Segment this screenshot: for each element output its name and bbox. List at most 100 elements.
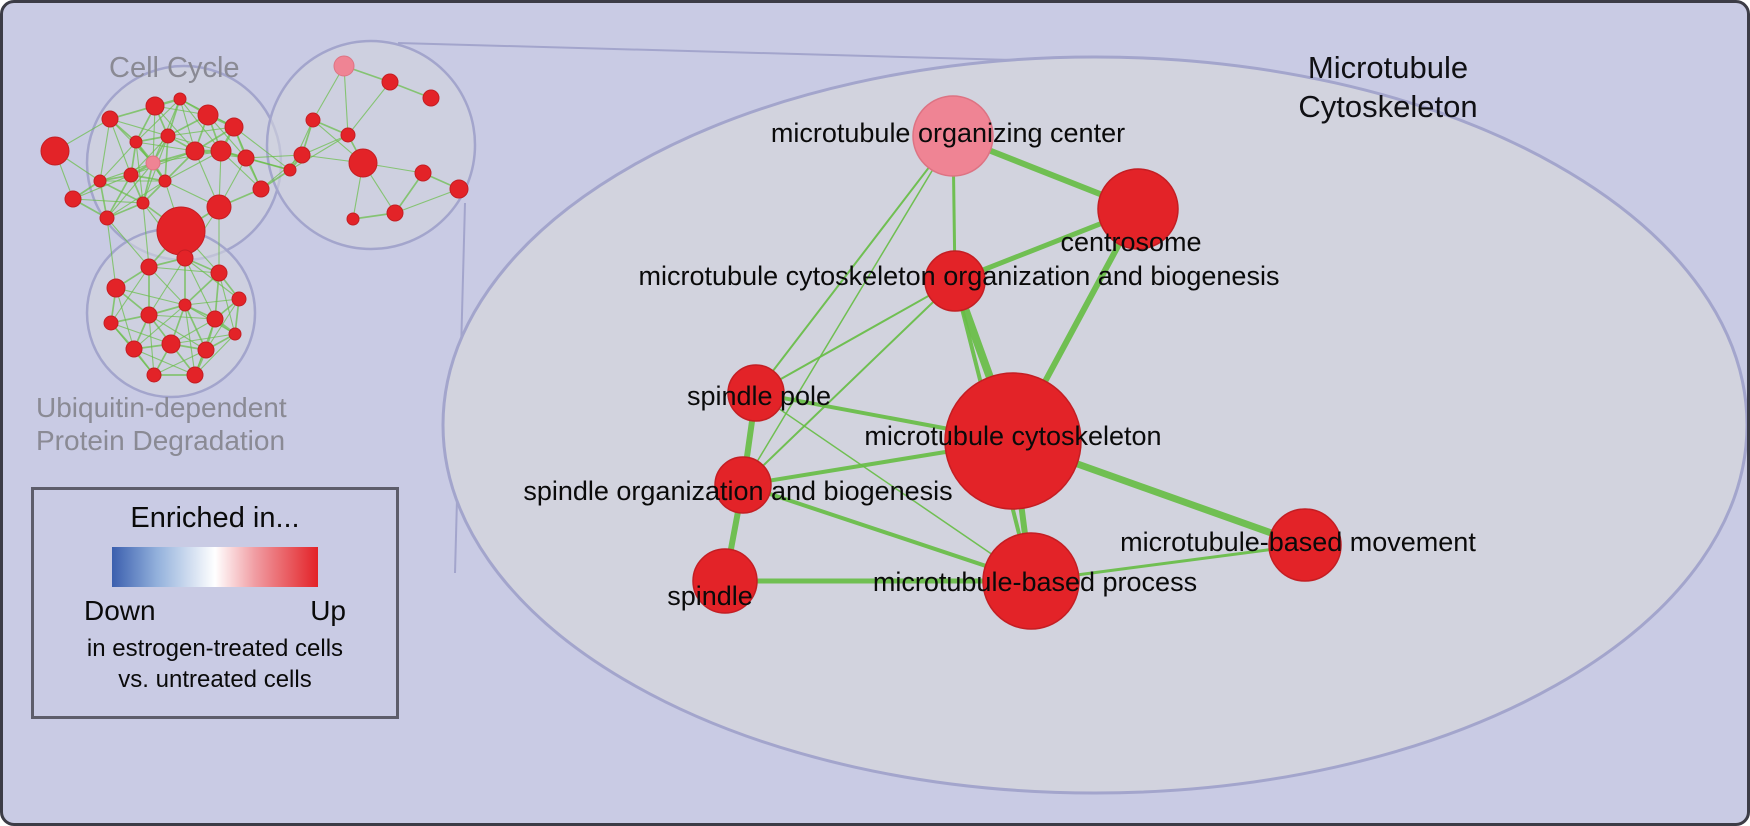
overview-node: [414, 164, 432, 182]
overview-node: [422, 89, 440, 107]
node-label-moc: microtubule organizing center: [771, 118, 1125, 148]
overview-edge: [109, 118, 132, 176]
node-moc: [912, 95, 994, 177]
overview-node: [237, 149, 255, 167]
overview-node: [293, 146, 311, 164]
overview-node: [178, 298, 192, 312]
legend-updown-row: Down Up: [84, 595, 346, 627]
legend-gradient-bar: [112, 547, 318, 587]
overview-edge: [106, 180, 166, 219]
edge-mco-sob: [742, 280, 956, 486]
node-label-spindle_pole: spindle pole: [687, 381, 831, 411]
overview-node: [156, 206, 206, 256]
overview-node: [99, 210, 115, 226]
overview-node: [123, 167, 139, 183]
node-label-mco: microtubule cytoskeleton organization an…: [639, 261, 1280, 291]
overview-node: [140, 306, 158, 324]
overview-node: [252, 180, 270, 198]
node-sob: [714, 456, 772, 514]
overview-node: [101, 110, 119, 128]
overview-edge: [115, 287, 186, 306]
overview-node: [283, 163, 297, 177]
edge-spindle_pole-mbp: [755, 392, 1032, 582]
overview-edge: [135, 141, 196, 152]
node-label-mbp: microtubule-based process: [873, 567, 1197, 597]
overview-cluster-circle: [265, 39, 477, 251]
overview-edge: [347, 81, 391, 136]
cluster-label-microtubule-cytoskeleton: Microtubule Cytoskeleton: [1298, 50, 1478, 124]
overview-edge: [179, 98, 222, 152]
overview-node: [160, 128, 176, 144]
overview-edge: [133, 304, 186, 350]
overview-edge: [106, 217, 150, 268]
overview-edge: [135, 141, 144, 204]
overview-edge: [154, 105, 196, 152]
overview-node: [206, 194, 232, 220]
edge-moc-sob: [742, 135, 954, 486]
node-mbp: [982, 532, 1080, 630]
overview-node: [348, 148, 378, 178]
overview-node: [103, 315, 119, 331]
overview-edge: [110, 266, 150, 324]
edge-mco-spindle_pole: [755, 280, 956, 394]
overview-edge: [184, 298, 240, 306]
overview-edge: [99, 118, 111, 182]
overview-edge: [99, 141, 137, 182]
overview-edge: [289, 119, 314, 171]
overview-node: [228, 327, 242, 341]
overview-node: [40, 136, 70, 166]
legend-up-label: Up: [310, 595, 346, 626]
overview-node: [145, 96, 165, 116]
overview-edge: [153, 349, 207, 376]
overview-edge: [148, 314, 216, 320]
network-canvas: microtubule organizing centercentrosomem…: [40, 39, 1747, 795]
overview-edge: [106, 174, 132, 219]
overview-edge: [142, 202, 150, 268]
overview-node: [125, 340, 143, 358]
overview-node: [231, 291, 247, 307]
overview-edge: [148, 314, 207, 351]
overview-edge: [109, 118, 169, 137]
overview-node: [185, 141, 205, 161]
edge-moc-spindle_pole: [755, 135, 954, 394]
cluster-label-ubiquitin-degradation: Ubiquitin-dependent Protein Degradation: [36, 392, 287, 457]
legend-title: Enriched in...: [130, 502, 300, 534]
overview-node: [210, 264, 228, 282]
overview-node: [449, 179, 469, 199]
overview-node: [340, 127, 356, 143]
overview-node: [136, 196, 150, 210]
overview-node: [333, 55, 355, 77]
legend-box: Enriched in... Down Up in estrogen-treat…: [31, 487, 399, 719]
overview-node: [210, 140, 232, 162]
overview-edge: [289, 134, 349, 171]
node-label-spindle: spindle: [667, 581, 753, 611]
overview-edge: [106, 162, 154, 219]
overview-edge: [194, 333, 236, 376]
overview-node: [224, 117, 244, 137]
overview-node: [176, 249, 194, 267]
overview-node: [386, 204, 404, 222]
node-spindle_pole: [727, 364, 785, 422]
overview-edge: [170, 333, 236, 345]
overview-node: [206, 310, 224, 328]
overview-edge: [260, 154, 303, 190]
overview-edge: [184, 304, 196, 376]
overview-edge: [148, 266, 220, 274]
overview-edge: [152, 105, 156, 164]
node-mco: [924, 250, 986, 312]
edge-sob-mbp: [741, 483, 1033, 583]
overview-edge: [167, 126, 235, 137]
node-mc: [944, 372, 1082, 510]
node-label-mbm: microtubule-based movement: [1120, 527, 1476, 557]
overview-edge: [233, 126, 291, 171]
zoom-connector-line: [397, 42, 1014, 61]
node-mbm: [1268, 508, 1342, 582]
overview-node: [93, 174, 107, 188]
overview-node: [381, 73, 399, 91]
overview-edge: [164, 150, 222, 182]
overview-edge: [343, 65, 349, 136]
legend-caption: in estrogen-treated cells vs. untreated …: [86, 635, 344, 694]
node-label-mc: microtubule cytoskeleton: [864, 421, 1161, 451]
overview-edge: [115, 287, 135, 350]
